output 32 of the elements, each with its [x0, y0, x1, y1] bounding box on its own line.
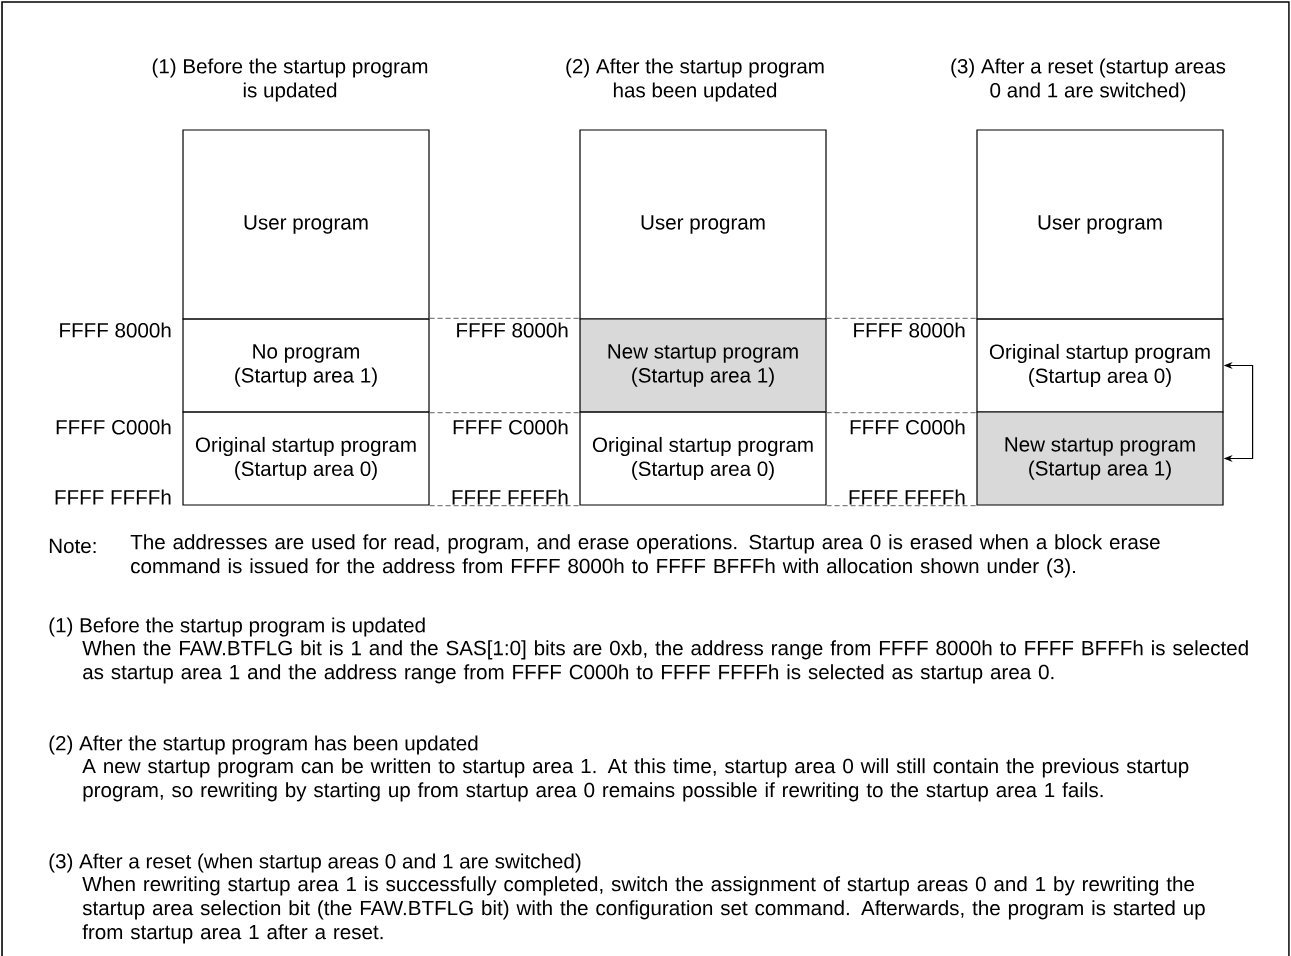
- address-label: FFFF 8000h: [854, 322, 965, 338]
- paragraph: A new startup program can be written to startup area 1. At this time, startup area 0 will still contain the previous startup program, so rewriting by starting up from startup area 0 remains possible if rewriting to the startup area 1 fails.: [82, 758, 1189, 802]
- note-text: The addresses are used for read, program, and erase operations. Startup area 0 is erased when a block erase command is issued for the address from FFFF 8000h to FFFF BFFFh with allocation shown under (3).: [130, 534, 1160, 578]
- section-heading: (1) Before the startup program is updated: [49, 617, 425, 637]
- address-label: FFFF C000h: [850, 419, 965, 435]
- guide-line: [825, 411, 978, 414]
- paragraph: When the FAW.BTFLG bit is 1 and the SAS[1:0] bits are 0xb, the address range from FFFF 8000h to FFFF BFFFh is selected as startup area 1 and the address range from FFFF C000h to FFFF FFFFh is selected as startup area 0.: [82, 640, 1248, 684]
- memory-block: Original startup program (Startup area 0): [182, 411, 430, 506]
- memory-block: Original startup program (Startup area 0): [579, 411, 827, 506]
- guide-line: [825, 504, 978, 507]
- column-title: (2) After the startup program has been updated: [566, 58, 824, 102]
- section-heading: (3) After a reset (when startup areas 0 and 1 are switched): [49, 853, 581, 873]
- note-label: Note:: [49, 538, 96, 554]
- guide-line: [428, 317, 581, 320]
- memory-block: User program: [182, 129, 430, 320]
- address-label: FFFF 8000h: [60, 322, 171, 338]
- guide-line: [428, 504, 581, 507]
- memory-block: New startup program (Startup area 1): [976, 411, 1224, 506]
- address-label: FFFF FFFFh: [452, 489, 568, 505]
- memory-block: No program (Startup area 1): [182, 318, 430, 413]
- guide-line: [428, 411, 581, 414]
- memory-block: New startup program (Startup area 1): [579, 318, 827, 413]
- section-heading: (2) After the startup program has been updated: [49, 735, 478, 755]
- column-title: (1) Before the startup program is updated: [152, 58, 428, 102]
- guide-line: [825, 317, 978, 320]
- column-title: (3) After a reset (startup areas 0 and 1 are switched): [951, 58, 1226, 102]
- address-label: FFFF 8000h: [457, 322, 568, 338]
- address-label: FFFF C000h: [56, 419, 171, 435]
- memory-block: User program: [976, 129, 1224, 320]
- paragraph: When rewriting startup area 1 is successfully completed, switch the assignment of startup areas 0 and 1 by rewriting the startup area selection bit (the FAW.BTFLG bit) with the configuration set command. Afterwards, the program is started up from startup area 1 after a reset.: [82, 876, 1205, 944]
- address-label: FFFF FFFFh: [849, 489, 965, 505]
- address-label: FFFF C000h: [453, 419, 568, 435]
